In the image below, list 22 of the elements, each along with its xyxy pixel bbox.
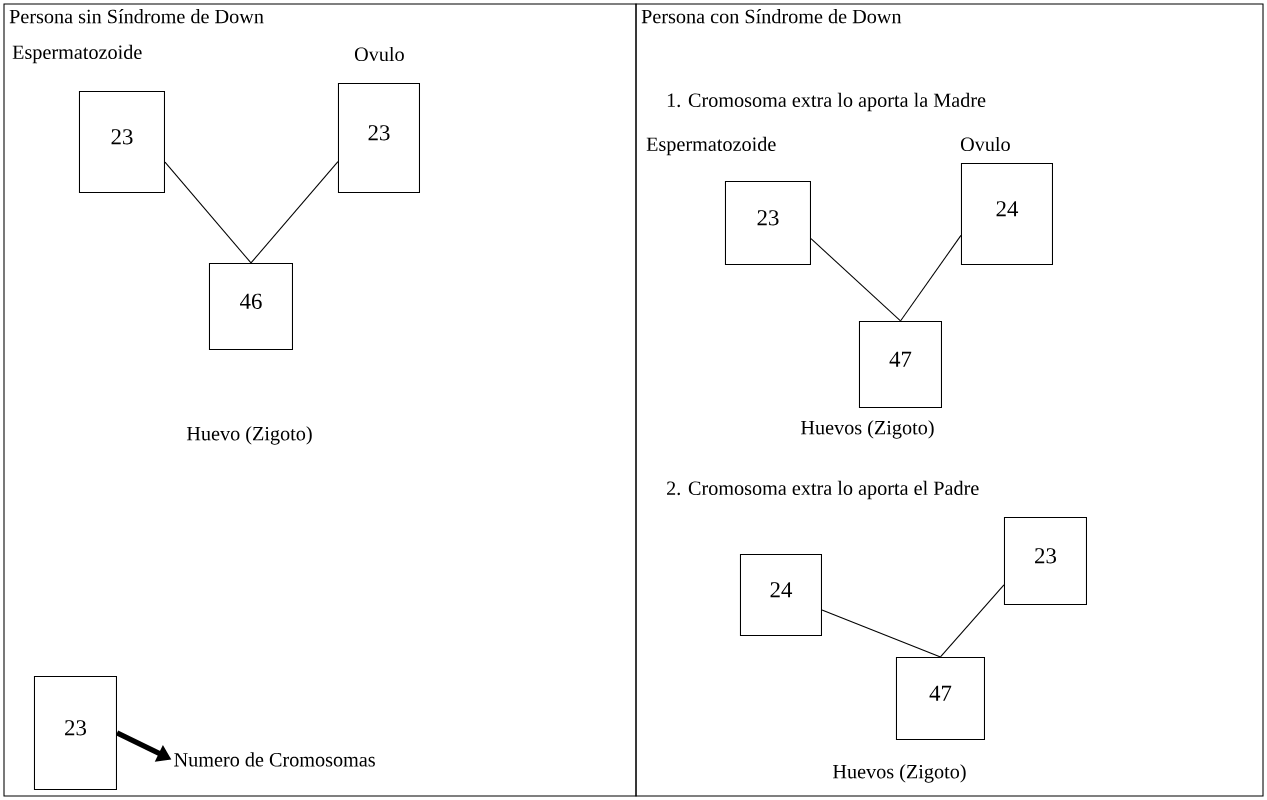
node-label: Huevos (Zigoto) [801, 420, 934, 439]
number-box: 23 [724, 180, 811, 265]
connector-line [250, 161, 339, 264]
number-box: 47 [858, 320, 942, 408]
text-label: 2. Cromosoma extra lo aporta el Padre [667, 480, 979, 500]
node-label: Huevo (Zigoto) [186, 426, 312, 445]
number-box: 24 [960, 162, 1053, 265]
text-label: 1. Cromosoma extra lo aporta la Madre [667, 92, 986, 112]
number-box: 23 [337, 82, 420, 193]
connector-line [810, 238, 901, 322]
number-box: 46 [208, 262, 293, 350]
number-box: 23 [33, 675, 117, 790]
connector-line [164, 161, 252, 264]
text-label: Numero de Cromosomas [174, 752, 375, 767]
connector-line [899, 234, 962, 322]
number-box: 23 [78, 90, 165, 193]
connector-line [939, 584, 1005, 658]
connector-line [821, 609, 941, 658]
number-box: 47 [895, 656, 985, 740]
number-box: 24 [739, 553, 822, 636]
number-box: 23 [1003, 516, 1087, 605]
node-label: Huevos (Zigoto) [833, 764, 966, 783]
